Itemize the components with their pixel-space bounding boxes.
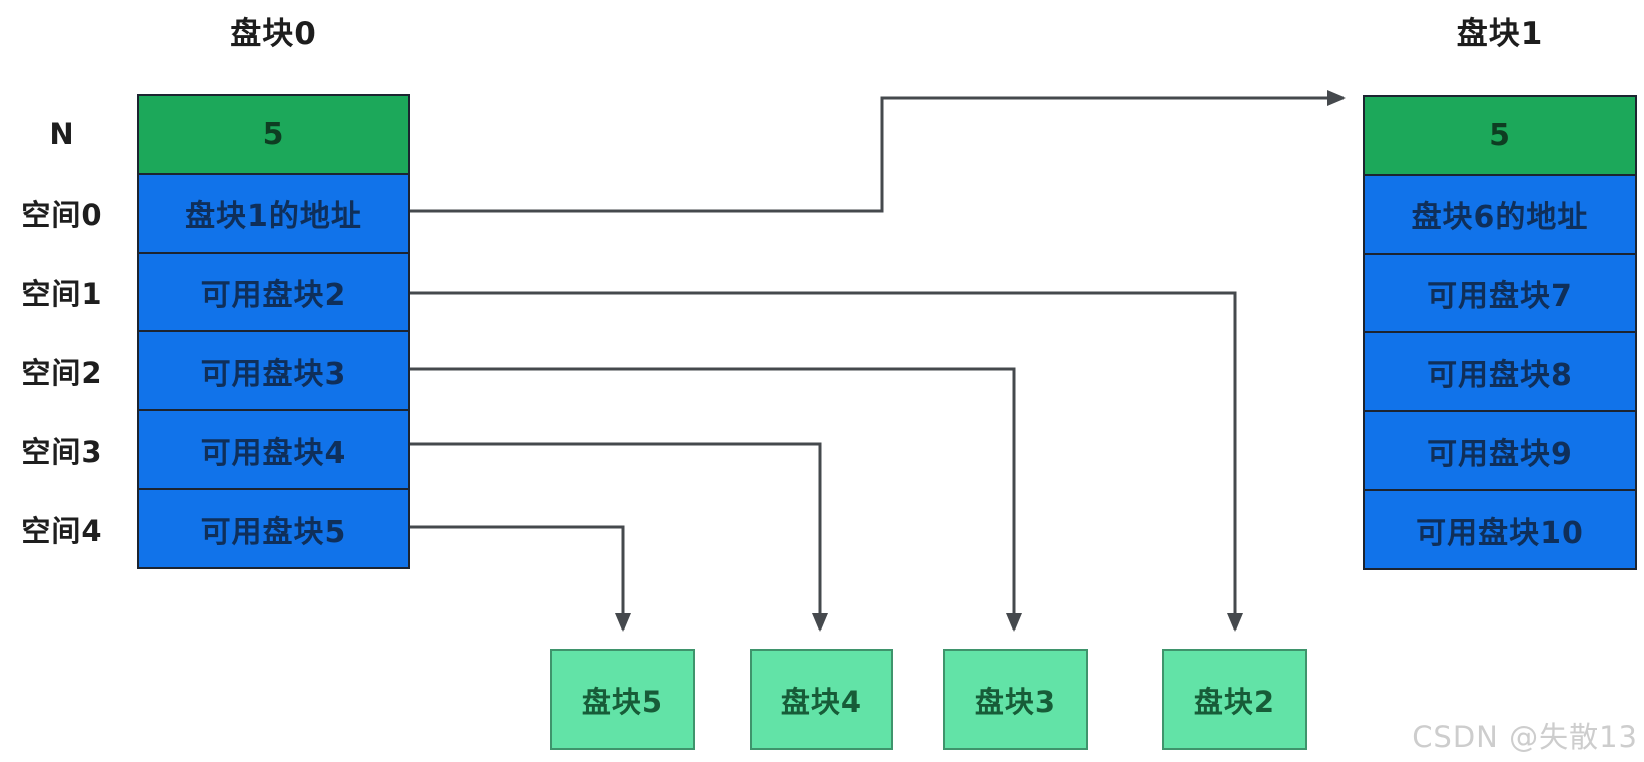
free-block-5: 盘块5: [550, 649, 695, 750]
block0-row-free5: 可用盘块5: [139, 488, 408, 567]
row-label-space1: 空间1: [21, 276, 103, 311]
row-label-n: N: [49, 116, 75, 151]
arrow-to-free-block2: [410, 291, 1243, 632]
free-block-3: 盘块3: [943, 649, 1088, 750]
block0-row-free4: 可用盘块4: [139, 409, 408, 489]
block1-row-free8: 可用盘块8: [1365, 331, 1635, 411]
csdn-watermark: CSDN @失散13: [1412, 720, 1638, 754]
block0-title: 盘块0: [230, 16, 317, 52]
free-block-2: 盘块2: [1162, 649, 1307, 750]
block0-row-free2: 可用盘块2: [139, 251, 408, 331]
arrow-block0-to-block1: [410, 90, 1346, 213]
row-label-space3: 空间3: [21, 435, 103, 470]
block0-count-cell: 5: [139, 96, 408, 173]
free-block-4: 盘块4: [750, 649, 893, 750]
arrow-to-free-block3: [410, 367, 1022, 632]
block1-table: 5 盘块6的地址 可用盘块7 可用盘块8 可用盘块9 可用盘块10: [1363, 95, 1637, 570]
block0-row-address: 盘块1的地址: [139, 172, 408, 252]
arrow-to-free-block5: [410, 525, 631, 632]
row-label-space4: 空间4: [21, 514, 103, 549]
arrow-to-free-block4: [410, 442, 828, 632]
block0-row-free3: 可用盘块3: [139, 330, 408, 410]
block1-row-address: 盘块6的地址: [1365, 173, 1635, 253]
block0-table: 5 盘块1的地址 可用盘块2 可用盘块3 可用盘块4 可用盘块5: [137, 94, 410, 569]
block1-row-free7: 可用盘块7: [1365, 252, 1635, 332]
row-label-space0: 空间0: [21, 197, 103, 232]
block1-count-cell: 5: [1365, 97, 1635, 174]
row-label-space2: 空间2: [21, 356, 103, 391]
row-labels-column: N 空间0 空间1 空间2 空间3 空间4: [0, 94, 124, 569]
block1-title: 盘块1: [1456, 16, 1544, 52]
block1-row-free9: 可用盘块9: [1365, 410, 1635, 490]
block1-row-free10: 可用盘块10: [1365, 489, 1635, 568]
